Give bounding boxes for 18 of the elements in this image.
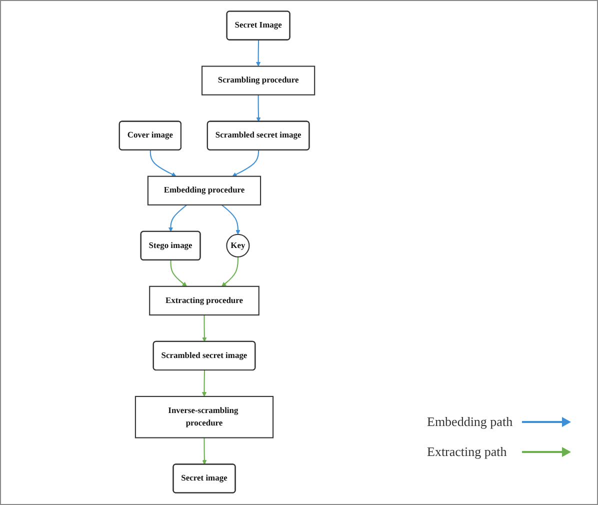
arrow [202,438,207,465]
arrow [232,150,260,177]
node-box: Inverse-scrambling procedure [134,396,274,438]
arrow [170,260,187,287]
arrow [221,204,240,235]
node-circle: Key [226,234,250,258]
node-box: Scrambling procedure [202,66,316,96]
arrow [222,256,238,287]
legend-text: Embedding path [427,414,514,430]
arrow [256,94,261,122]
arrow [202,314,207,342]
arrow [202,370,207,397]
arrow [150,150,176,177]
arrow [168,204,188,232]
arrow [256,40,261,66]
node-box: Extracting procedure [149,286,260,316]
node-box: Embedding procedure [147,176,262,206]
legend-text: Extracting path [427,444,508,460]
